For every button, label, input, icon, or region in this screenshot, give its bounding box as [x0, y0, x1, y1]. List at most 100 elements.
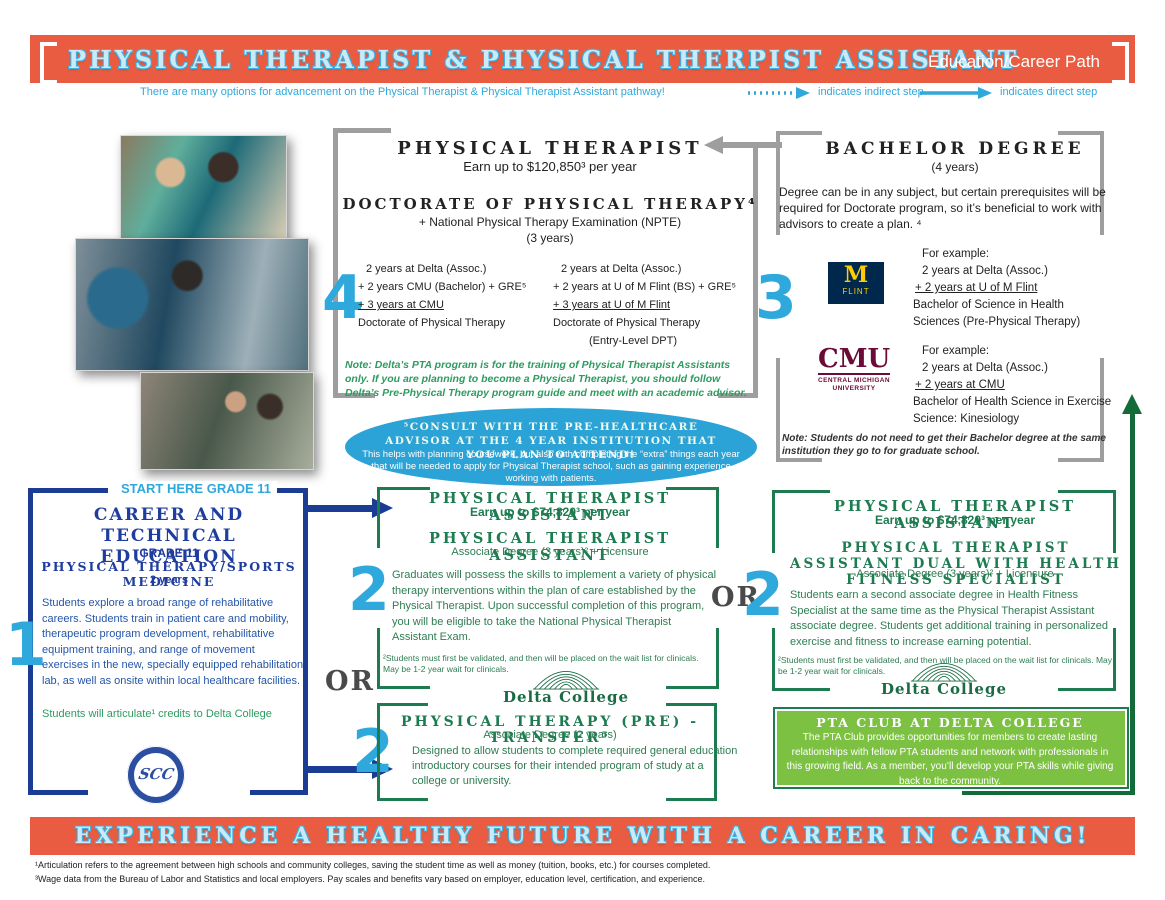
legend-direct-label: indicates direct step: [1000, 86, 1098, 98]
pt-path-umflint: 2 years at Delta (Assoc.) + 2 years at U…: [553, 260, 753, 350]
photo-leg-stretch-lab: [75, 238, 309, 371]
pt-step-number: 4: [322, 263, 364, 333]
umflint-logo: M FLINT: [828, 262, 884, 304]
bachelor-years: (4 years): [931, 160, 979, 174]
cte-to-pre-arrow-shaft: [307, 766, 372, 773]
cmu-logo: CMU CENTRAL MICHIGAN UNIVERSITY: [818, 345, 890, 395]
pre-title: PHYSICAL THERAPY (PRE) - TRANSFER⁵: [400, 714, 700, 746]
pta-footnote: ²Students must first be validated, and t…: [383, 653, 699, 674]
pre-bracket-br: [666, 750, 717, 801]
pt-bracket-right: [753, 143, 758, 398]
pt-bracket-right-bottom-arm: [718, 393, 758, 398]
pta-body: Graduates will possess the skills to imp…: [392, 569, 717, 643]
pt-note: Note: Delta’s PTA program is for the tra…: [345, 359, 747, 399]
cmu-example: For example: 2 years at Delta (Assoc.) +…: [905, 343, 1120, 428]
pt-path-cmu: 2 years at Delta (Assoc.) + 2 years CMU …: [358, 260, 543, 332]
bachelor-bracket-bl: [776, 358, 822, 462]
pta-earn: Earn up to $74,820³ per year: [469, 505, 631, 519]
pta-dual-earn: Earn up to $74,820³ per year: [874, 513, 1036, 527]
pt-bracket-left: [333, 128, 338, 398]
footnote-wage-data: ³Wage data from the Bureau of Labor and …: [35, 874, 706, 884]
pre-bracket-bl: [377, 750, 428, 801]
pta-club-body: The PTA Club provides opportunities for …: [786, 732, 1114, 787]
pta-dual-step-number: 2: [742, 560, 784, 630]
cte-body: Students explore a broad range of rehabi…: [42, 597, 304, 687]
pt-path-cmu-line: 2 years at Delta (Assoc.): [366, 263, 487, 275]
pta-subtitle: PHYSICAL THERAPIST ASSISTANT: [428, 530, 672, 564]
pt-path-umflint-line: + 2 years at U of M Flint (BS) + GRE⁵: [553, 281, 737, 293]
legend-indirect-label: indicates indirect step: [818, 86, 924, 98]
bachelor-bracket-tl: [776, 131, 822, 235]
top-banner: [30, 35, 1135, 83]
bottom-banner-text: EXPERIENCE A HEALTHY FUTURE WITH A CAREE…: [74, 823, 1091, 849]
pt-path-umflint-line: + 3 years at U of M Flint: [553, 299, 671, 311]
pta-bracket-tr: [666, 487, 719, 548]
club-to-bachelor-arrow-shaft: [1130, 412, 1135, 795]
pta-club-title: PTA CLUB AT DELTA COLLEGE: [816, 715, 1084, 730]
cmu-for-label: For example:: [922, 345, 990, 357]
pta-dual-bracket-tr: [1058, 490, 1116, 553]
pt-path-umflint-line: Doctorate of Physical Therapy: [553, 317, 701, 329]
umflint-logo-flint: FLINT: [842, 287, 870, 296]
tagline: There are many options for advancement o…: [140, 86, 665, 98]
cmu-line: Bachelor of Health Science in Exercise S…: [913, 396, 1112, 425]
pta-dual-body: Students earn a second associate degree …: [790, 589, 1108, 648]
advisor-oval-body: This helps with planning coursework, but…: [362, 449, 740, 484]
umflint-for-label: For example:: [922, 248, 990, 260]
indirect-step-arrow-icon: [748, 87, 810, 99]
bottom-banner: [30, 817, 1135, 855]
banner-subtitle: Education/Career Path: [928, 52, 1100, 71]
cte-program: PHYSICAL THERAPY/SPORTS MEDICINE: [41, 559, 297, 589]
umflint-example: For example: 2 years at Delta (Assoc.) +…: [905, 246, 1120, 331]
pta-dual-footnote: ²Students must first be validated, and t…: [778, 655, 1113, 676]
umflint-line: + 2 years at U of M Flint: [915, 282, 1038, 294]
cte-bracket-right: [303, 488, 308, 795]
delta-college-logo-text: Delta College: [502, 688, 630, 706]
main-title: PHYSICAL THERAPIST & PHYSICAL THERPIST A…: [68, 45, 1019, 74]
or-label-pre: OR: [325, 666, 375, 697]
pt-title: PHYSICAL THERAPIST: [397, 138, 703, 159]
pta-bracket-br: [666, 628, 719, 689]
scc-logo: SCC: [127, 746, 185, 804]
bachelor-to-pt-arrow-icon: [704, 136, 723, 154]
bachelor-bracket-br: [1058, 358, 1104, 462]
pta-bracket-tl: [377, 487, 430, 548]
pt-bracket-top-arm: [333, 128, 391, 133]
pta-dual-bracket-br: [1058, 628, 1116, 691]
bachelor-step-number: 3: [755, 263, 797, 333]
cte-articulate: Students will articulate¹ credits to Del…: [42, 708, 272, 720]
pt-degree-years: (3 years): [526, 231, 574, 245]
cte-bracket-bottom-left-arm: [28, 790, 88, 795]
umflint-line: 2 years at Delta (Assoc.): [922, 265, 1048, 277]
bachelor-title: BACHELOR DEGREE: [825, 139, 1085, 159]
umflint-line: Bachelor of Science in Health Sciences (…: [913, 299, 1081, 328]
pt-path-umflint-line: (Entry-Level DPT): [588, 335, 678, 347]
club-to-bachelor-arrow-icon: [1122, 394, 1142, 414]
bachelor-bracket-tr: [1058, 131, 1104, 235]
advisor-oval: [345, 408, 757, 486]
advisor-oval-title: ⁵CONSULT WITH THE PRE-HEALTHCARE ADVISOR…: [385, 421, 717, 461]
pta-club-box: [773, 707, 1129, 789]
pta-dual-title: PHYSICAL THERAPIST ASSISTANT: [833, 498, 1077, 532]
pt-path-cmu-line: + 2 years CMU (Bachelor) + GRE⁵: [358, 281, 527, 293]
cte-to-pta-arrow-shaft: [307, 505, 372, 512]
pta-degree: Associate Degree (3 years)² + Licensure: [451, 546, 649, 558]
pt-degree-sub: + National Physical Therapy Examination …: [418, 215, 682, 229]
bachelor-to-pt-arrow-shaft: [722, 142, 782, 148]
pre-step-number: 2: [352, 717, 394, 787]
bachelor-description: Degree can be in any subject, but certai…: [779, 185, 1106, 231]
cmu-line: 2 years at Delta (Assoc.): [922, 362, 1048, 374]
photo-gait-belt-training: [120, 135, 287, 241]
cte-years: 2 years: [150, 574, 188, 586]
direct-step-arrow-icon: [920, 87, 992, 99]
scc-logo-inner: SCC: [134, 753, 178, 797]
umflint-logo-m: M: [843, 262, 869, 288]
pta-dual-bracket-tl: [772, 490, 830, 553]
pre-bracket-tr: [666, 703, 717, 754]
pta-dual-bracket-bl: [772, 628, 830, 691]
pt-path-cmu-line: Doctorate of Physical Therapy: [358, 317, 506, 329]
pta-bracket-bl: [377, 628, 430, 689]
cte-grade: GRADE 11: [139, 546, 199, 560]
pt-bracket-bottom-arm: [333, 393, 375, 398]
